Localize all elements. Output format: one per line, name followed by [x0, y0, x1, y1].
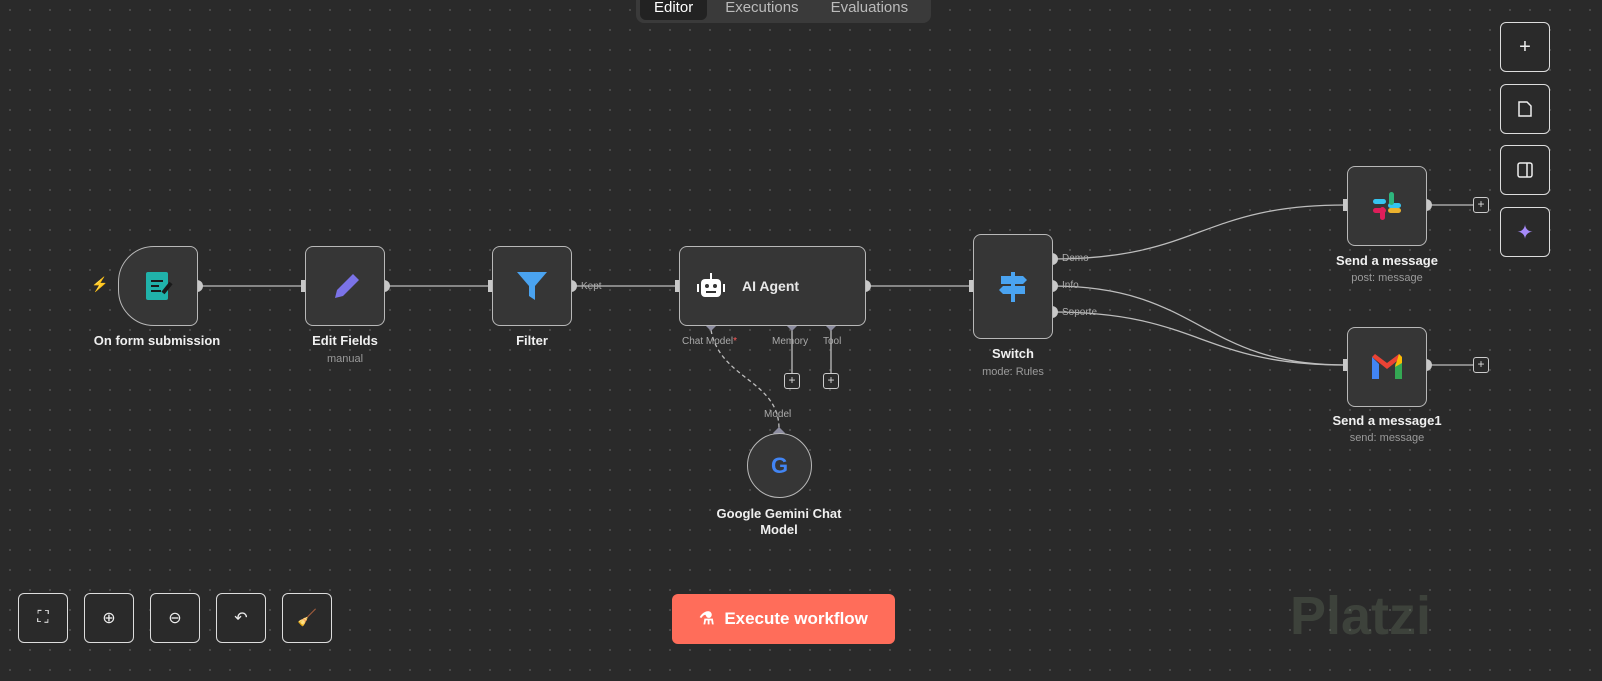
add-node-button[interactable]: +	[1500, 22, 1550, 72]
node-slack-title: Send a message	[1336, 253, 1438, 268]
agent-port-chat-model[interactable]: Chat Model*	[682, 336, 737, 347]
node-switch[interactable]	[973, 234, 1053, 339]
node-form-title: On form submission	[93, 333, 221, 348]
gmail-icon	[1372, 354, 1402, 379]
node-gemini-title: Google Gemini Chat Model	[716, 506, 842, 537]
pencil-icon	[335, 274, 359, 298]
flask-icon: ⚗	[699, 609, 715, 628]
node-gmail-title: Send a message1	[1332, 413, 1442, 428]
fit-view-button[interactable]: ⛶	[18, 593, 68, 643]
agent-port-memory: Memory	[772, 336, 809, 347]
tab-executions[interactable]: Executions	[725, 0, 799, 16]
broom-icon: 🧹	[297, 610, 317, 627]
sparkle-icon: ✦	[1516, 221, 1534, 244]
clear-execution-button[interactable]: 🧹	[282, 593, 332, 643]
agent-port-tool: Tool	[823, 336, 842, 347]
node-filter[interactable]	[492, 246, 572, 326]
node-gemini[interactable]: G	[747, 433, 812, 498]
node-switch-title: Switch	[992, 346, 1034, 361]
node-gmail[interactable]	[1347, 327, 1427, 407]
zoom-in-button[interactable]: ⊕	[84, 593, 134, 643]
sticky-note-button[interactable]	[1500, 84, 1550, 134]
node-slack-sub: post: message	[1351, 272, 1423, 284]
google-icon: G	[770, 452, 789, 478]
node-edit-title: Edit Fields	[312, 333, 378, 348]
node-edit-sub: manual	[326, 353, 364, 365]
fit-view-icon: ⛶	[37, 609, 49, 626]
execute-label: Execute workflow	[724, 609, 868, 628]
node-edit-fields[interactable]	[305, 246, 385, 326]
slack-icon	[1373, 192, 1401, 220]
node-slack[interactable]	[1347, 166, 1427, 246]
required-marker: *	[733, 336, 738, 347]
switch-output-info: Info	[1062, 280, 1079, 291]
node-gmail-sub: send: message	[1349, 432, 1425, 444]
add-after-gmail-button[interactable]: +	[1473, 357, 1489, 373]
node-form-trigger[interactable]	[118, 246, 198, 326]
node-agent-title: AI Agent	[742, 278, 800, 294]
node-filter-title: Filter	[516, 333, 548, 348]
zoom-in-icon: ⊕	[102, 610, 116, 627]
plus-icon: +	[1519, 35, 1531, 58]
ai-assistant-button[interactable]: ✦	[1500, 207, 1550, 257]
zoom-out-button[interactable]: ⊖	[150, 593, 200, 643]
undo-button[interactable]: ↶	[216, 593, 266, 643]
tab-evaluations[interactable]: Evaluations	[830, 0, 909, 16]
add-tool-button[interactable]: +	[823, 373, 839, 389]
add-memory-button[interactable]: +	[784, 373, 800, 389]
add-after-slack-button[interactable]: +	[1473, 197, 1489, 213]
node-switch-sub: mode: Rules	[982, 366, 1044, 378]
signpost-icon	[999, 271, 1027, 302]
undo-icon: ↶	[234, 610, 248, 627]
form-icon	[146, 272, 173, 300]
zoom-out-icon: ⊖	[168, 610, 182, 627]
execute-workflow-button[interactable]: ⚗ Execute workflow	[672, 594, 895, 644]
filter-icon	[517, 272, 547, 300]
gemini-port-model: Model	[764, 409, 792, 420]
tab-editor[interactable]: Editor	[640, 0, 708, 20]
toggle-panel-button[interactable]	[1500, 145, 1550, 195]
node-ai-agent[interactable]: AI Agent	[679, 246, 866, 326]
chat-model-label: Chat Model	[682, 336, 734, 347]
panel-icon	[1517, 162, 1533, 178]
platzi-watermark: Platzi	[1290, 586, 1432, 646]
view-tabs: Editor Executions Evaluations	[636, 0, 931, 23]
switch-output-soporte: Soporte	[1062, 307, 1098, 318]
note-icon	[1518, 101, 1532, 117]
trigger-bolt-icon: ⚡	[91, 276, 109, 292]
robot-icon	[697, 273, 725, 297]
filter-output-kept: Kept	[581, 281, 602, 292]
switch-output-demo: Demo	[1062, 253, 1089, 264]
